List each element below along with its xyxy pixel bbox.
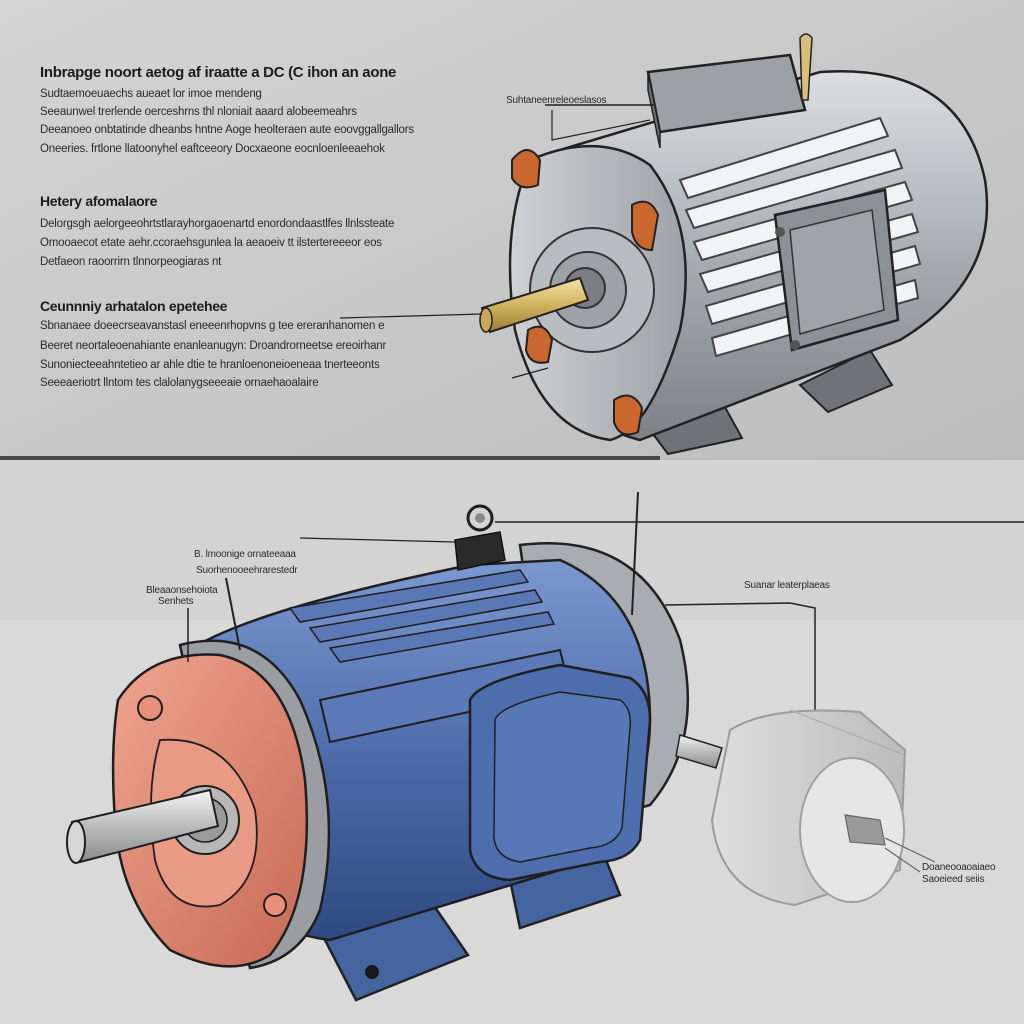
callout-label-left: Senhets xyxy=(158,596,194,607)
blue-motor-illustration xyxy=(66,491,1024,1002)
top-callout-label: Suhtaneenreleoeslasos xyxy=(506,95,607,106)
callout-label-center: Suorhenooeehrarestedr xyxy=(196,565,298,576)
intro-line: Oneeries. frtlone llatoonyhel eaftceeory… xyxy=(40,143,385,155)
capacitor-illustration xyxy=(710,709,936,907)
section-title-operation: Ceunnniy arhatalon epetehee xyxy=(40,298,228,314)
section-line: Sbnanaee doeecrseavanstasl eneeenrhopvns… xyxy=(40,320,385,332)
callout-label-right: Suanar leaterplaeas xyxy=(744,580,830,591)
callout-label-capacitor: Doaneooaoaiaeo xyxy=(922,862,996,873)
section-line: Seeeaeriotrt llntom tes clalolanygseeeai… xyxy=(40,377,319,389)
intro-line: Deeanoeo onbtatinde dheanbs hntne Aoge h… xyxy=(40,124,414,136)
intro-line: Sudtaemoeuaechs aueaet lor imoe mendeng xyxy=(40,88,262,100)
grey-motor-illustration xyxy=(339,33,989,456)
section-title-history: Hetery afomalaore xyxy=(40,193,158,209)
intro-line: Seeaunwel trerlende oerceshrns thl nloni… xyxy=(40,106,357,118)
section-line: Omooaecot etate aehr.ccoraehsgunlea la a… xyxy=(40,237,382,249)
section-line: Sunoniecteeahntetieo ar ahle dtie te hra… xyxy=(40,359,380,371)
diagram-heading: Inbrapge noort aetog af iraatte a DC (C … xyxy=(40,64,397,81)
callout-label-center: B. lmoonige ornateeaaa xyxy=(194,549,296,560)
section-line: Delorgsgh aelorgeeohrtstlarayhorgaoenart… xyxy=(40,218,395,230)
section-line: Detfaeon raoorrirn tlnnorpeogiaras nt xyxy=(40,256,222,268)
section-line: Beeret neortaleoenahiante enanleanugyn: … xyxy=(40,340,387,352)
callout-label-left: Bleaaonsehoiota xyxy=(146,585,218,596)
callout-label-capacitor: Saoeieed seiis xyxy=(922,874,985,885)
